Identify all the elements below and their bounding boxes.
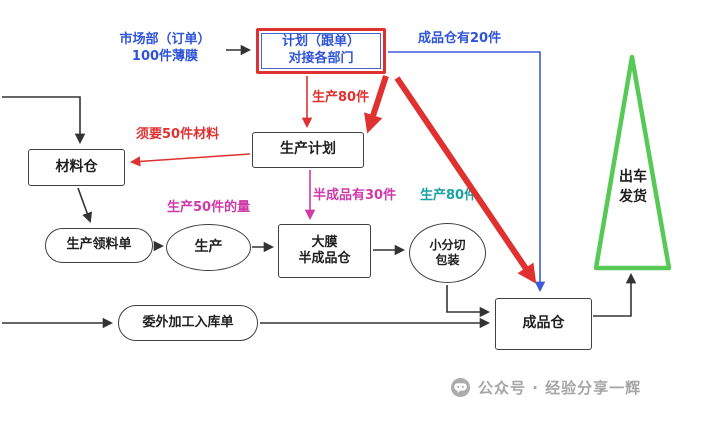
- material-warehouse-label: 材料仓: [55, 158, 98, 175]
- semi-warehouse-node: 大膜 半成品仓: [278, 224, 371, 278]
- arrow-productionplan-to-material: [129, 153, 251, 167]
- arrow-finished-to-shipping: [593, 272, 637, 317]
- semi-warehouse-line1: 大膜: [311, 234, 338, 250]
- production-label: 生产: [194, 238, 223, 255]
- requisition-node: 生产领料单: [45, 228, 153, 263]
- label-need-50-material: 须要50件材料: [136, 127, 220, 142]
- plan-node-inner: 计划（跟单） 对接各部门: [261, 33, 381, 69]
- market-dept-node: 市场部（订单） 100件薄膜: [104, 32, 226, 66]
- semi-warehouse-line2: 半成品仓: [298, 251, 351, 266]
- wechat-icon: [451, 378, 470, 397]
- finished-warehouse-node: 成品仓: [495, 298, 592, 350]
- thick-red-arrow-to-production-plan: [364, 75, 389, 134]
- plan-line2: 对接各部门: [288, 51, 354, 66]
- market-dept-line2: 100件薄膜: [131, 48, 199, 64]
- label-produce-80-teal: 生产80件: [420, 188, 478, 203]
- production-node: 生产: [166, 224, 251, 271]
- watermark-text: 公众号 · 经验分享一辉: [478, 379, 642, 397]
- label-produce-80-red: 生产80件: [312, 90, 370, 105]
- requisition-label: 生产领料单: [66, 237, 132, 253]
- market-dept-line1: 市场部（订单）: [119, 32, 211, 47]
- shipping-triangle: [593, 54, 672, 271]
- plan-line1: 计划（跟单）: [281, 34, 360, 50]
- shipping-line2: 发货: [619, 188, 647, 205]
- watermark: 公众号 · 经验分享一辉: [450, 377, 641, 398]
- arrow-material-to-requisition: [77, 187, 93, 223]
- production-plan-label: 生产计划: [280, 141, 336, 158]
- slitting-line2: 包装: [435, 253, 460, 267]
- arrow-left-to-material: [2, 96, 86, 145]
- material-warehouse-node: 材料仓: [28, 149, 125, 186]
- production-plan-node: 生产计划: [252, 132, 364, 168]
- plan-node: 计划（跟单） 对接各部门: [256, 28, 386, 74]
- slitting-line1: 小分切: [429, 238, 466, 252]
- label-produce-50-qty: 生产50件的量: [167, 200, 251, 215]
- label-semi-stock-30: 半成品有30件: [313, 188, 397, 203]
- slitting-packing-node: 小分切 包装: [409, 223, 486, 283]
- outsourcing-label: 委外加工入库单: [142, 314, 234, 330]
- label-finished-stock-20: 成品仓有20件: [418, 31, 502, 46]
- shipping-line1: 出车: [619, 169, 647, 185]
- outsourcing-node: 委外加工入库单: [118, 305, 258, 341]
- arrow-slitting-to-finished: [446, 285, 491, 318]
- shipping-node: 出车 发货: [607, 168, 659, 207]
- finished-warehouse-label: 成品仓: [522, 315, 565, 332]
